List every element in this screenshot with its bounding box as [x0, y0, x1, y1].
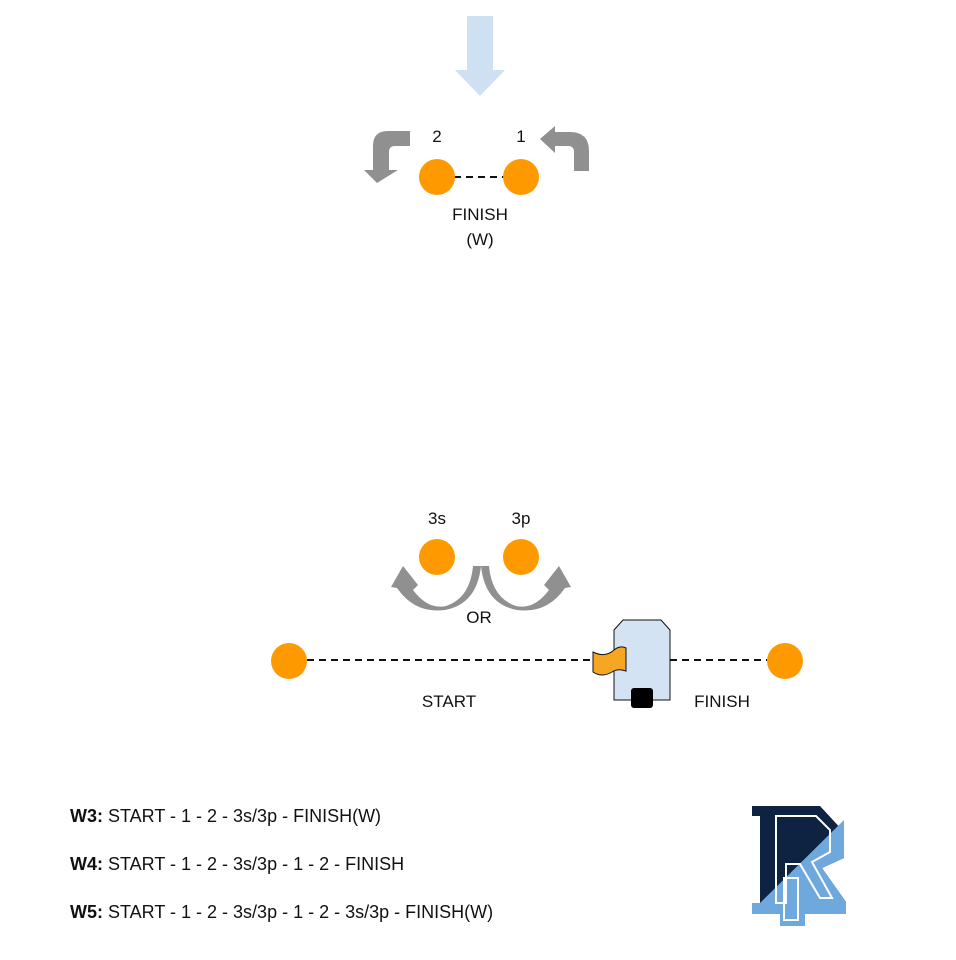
rounding-arrow-left-icon	[364, 131, 410, 183]
mark-1	[503, 159, 539, 195]
course-route: START - 1 - 2 - 3s/3p - 1 - 2 - 3s/3p - …	[108, 902, 494, 922]
rounding-arrow-3p-icon	[481, 566, 571, 611]
course-code: W3:	[70, 806, 103, 826]
course-code: W5:	[70, 902, 103, 922]
mark-3s-label: 3s	[428, 509, 446, 528]
committee-boat-icon	[613, 619, 671, 708]
rounding-arrow-right-icon	[540, 126, 589, 171]
mark-1-label: 1	[516, 127, 526, 146]
wind-arrow-icon	[455, 16, 505, 96]
course-route: START - 1 - 2 - 3s/3p - 1 - 2 - FINISH	[108, 854, 405, 874]
finish-mark	[767, 643, 803, 679]
start-label: START	[421, 692, 477, 711]
finish-label: FINISH	[694, 692, 750, 711]
mark-3p-label: 3p	[511, 509, 531, 528]
mark-2	[419, 159, 455, 195]
course-w4: W4: START - 1 - 2 - 3s/3p - 1 - 2 - FINI…	[70, 854, 404, 875]
course-code: W4:	[70, 854, 103, 874]
top-finish-sub-label: (W)	[466, 230, 494, 249]
course-w3: W3: START - 1 - 2 - 3s/3p - FINISH(W)	[70, 806, 381, 827]
flag-icon	[592, 646, 627, 676]
or-label: OR	[466, 608, 492, 627]
mark-2-label: 2	[432, 127, 442, 146]
uri-rams-logo-icon	[752, 806, 846, 926]
rounding-arrow-3s-icon	[391, 566, 481, 611]
course-w5: W5: START - 1 - 2 - 3s/3p - 1 - 2 - 3s/3…	[70, 902, 493, 923]
mark-3s	[419, 539, 455, 575]
course-route: START - 1 - 2 - 3s/3p - FINISH(W)	[108, 806, 382, 826]
top-finish-label: FINISH	[452, 205, 508, 224]
mark-3p	[503, 539, 539, 575]
pin-end-mark	[271, 643, 307, 679]
